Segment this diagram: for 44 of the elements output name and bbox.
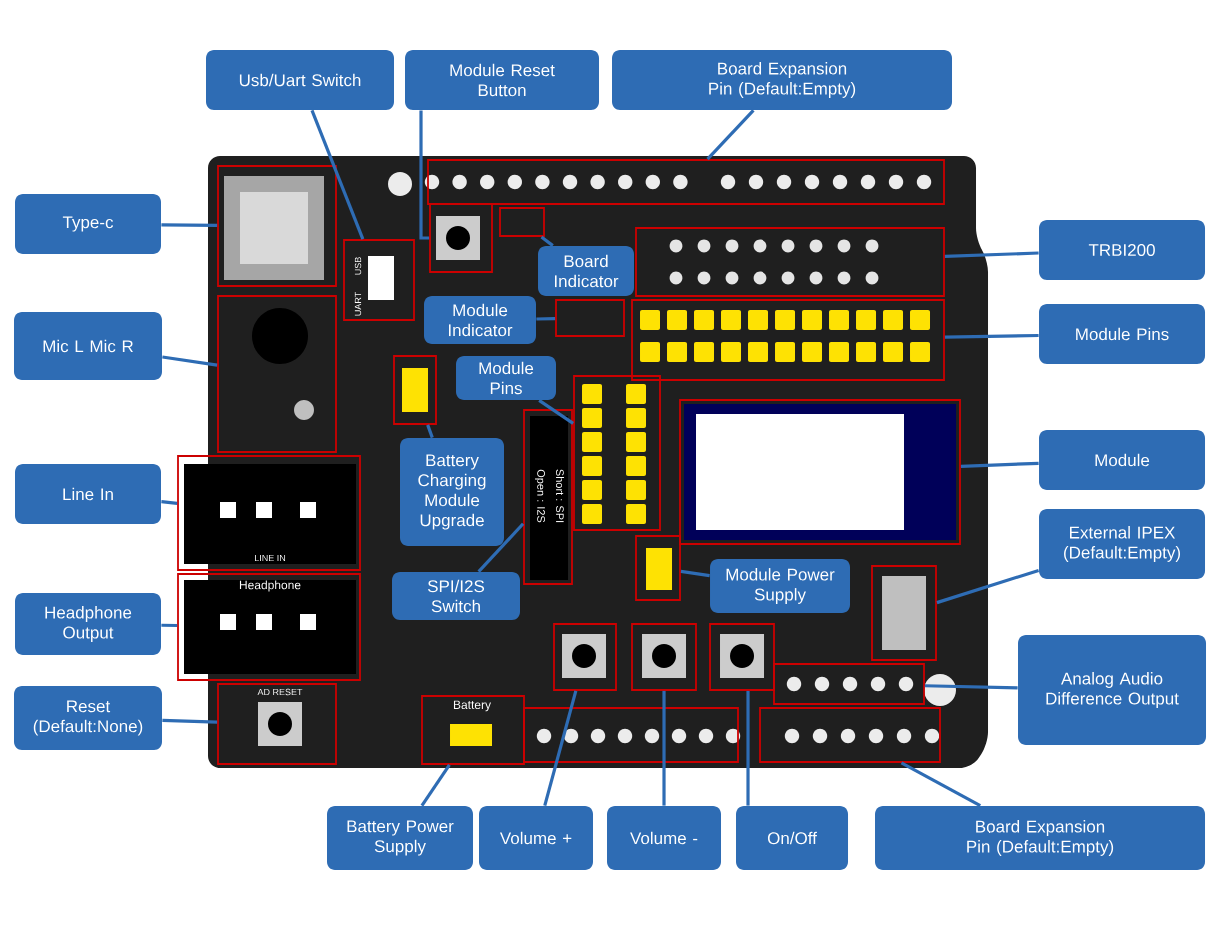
- callout-box: Module Pins: [456, 356, 556, 400]
- callout-box: Battery Power Supply: [327, 806, 473, 870]
- callout-box: Module Pins: [1039, 304, 1205, 364]
- callout-box: Reset (Default:None): [14, 686, 162, 750]
- callout-box: Board Expansion Pin (Default:Empty): [612, 50, 952, 110]
- highlight-frame: [217, 683, 337, 765]
- highlight-frame: [635, 227, 945, 297]
- callout-box: Headphone Output: [15, 593, 161, 655]
- callout-box: External IPEX (Default:Empty): [1039, 509, 1205, 579]
- highlight-frame: [421, 695, 525, 765]
- callout-box: Battery Charging Module Upgrade: [400, 438, 504, 546]
- callout-box: Module Indicator: [424, 296, 536, 344]
- callout-box: Usb/Uart Switch: [206, 50, 394, 110]
- highlight-frame: [217, 165, 337, 287]
- callout-box: Module Power Supply: [710, 559, 850, 613]
- callout-box: Volume -: [607, 806, 721, 870]
- highlight-frame: [631, 299, 945, 381]
- callout-box: SPI/I2S Switch: [392, 572, 520, 620]
- callout-box: TRBI200: [1039, 220, 1205, 280]
- highlight-frame: [759, 707, 941, 763]
- highlight-frame: [553, 623, 617, 691]
- highlight-frame: [343, 239, 415, 321]
- highlight-frame: [427, 159, 945, 205]
- callout-box: Analog Audio Difference Output: [1018, 635, 1206, 745]
- highlight-frame: [871, 565, 937, 661]
- callout-box: Module Reset Button: [405, 50, 599, 110]
- highlight-frame: [709, 623, 775, 691]
- callout-box: Board Indicator: [538, 246, 634, 296]
- highlight-frame: [499, 207, 545, 237]
- highlight-frame: [429, 203, 493, 273]
- callout-box: Board Expansion Pin (Default:Empty): [875, 806, 1205, 870]
- callout-box: Mic L Mic R: [14, 312, 162, 380]
- highlight-frame: [773, 663, 925, 705]
- highlight-frame: [393, 355, 437, 425]
- callout-box: Volume +: [479, 806, 593, 870]
- highlight-frame: [631, 623, 697, 691]
- callout-box: On/Off: [736, 806, 848, 870]
- highlight-frame: [555, 299, 625, 337]
- callout-box: Module: [1039, 430, 1205, 490]
- highlight-frame: [635, 535, 681, 601]
- highlight-frame: [217, 295, 337, 453]
- callout-box: Line In: [15, 464, 161, 524]
- callout-box: Type-c: [15, 194, 161, 254]
- highlight-frame: [573, 375, 661, 531]
